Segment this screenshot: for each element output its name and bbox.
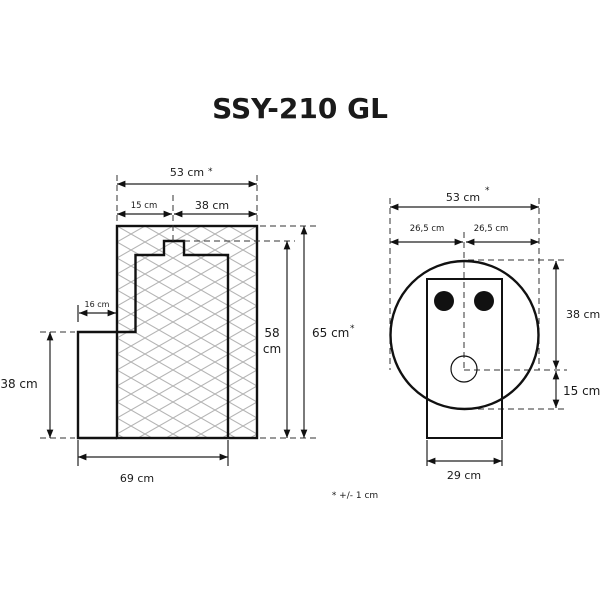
label-lower-height: 15 cm: [563, 384, 600, 398]
label-step-width: 16 cm: [85, 300, 110, 309]
label-total-height: 65 cm: [312, 326, 349, 340]
svg-text:*: *: [208, 167, 213, 177]
label-left-part: 15 cm: [131, 201, 157, 211]
label-half-left: 26,5 cm: [410, 224, 445, 234]
label-front-width: 53 cm: [446, 191, 480, 204]
label-half-right: 26,5 cm: [474, 224, 509, 234]
svg-text:*: *: [350, 324, 355, 334]
flue-opening: [450, 355, 478, 383]
stove-inner-outline: [117, 239, 230, 438]
side-view: 53 cm * 15 cm 38 cm 16 cm 38 cm 69 cm 58…: [0, 166, 355, 485]
svg-text:*: *: [485, 186, 490, 196]
stove-front-step: [76, 330, 117, 440]
label-depth: 69 cm: [120, 472, 154, 485]
sauna-round-body: [389, 259, 540, 411]
front-view: 53 cm * 26,5 cm 26,5 cm 38 cm 15 cm 29 c…: [389, 186, 600, 482]
label-inner-height: 58: [264, 326, 279, 340]
label-total-width: 53 cm: [170, 166, 204, 179]
svg-text:cm: cm: [263, 342, 281, 356]
label-step-height: 38 cm: [0, 377, 37, 391]
label-right-part: 38 cm: [195, 199, 229, 212]
stove-front: [426, 278, 503, 439]
stove-knob-right: [474, 291, 494, 311]
diagram-title: SSY-210 GL: [212, 92, 388, 125]
stove-knob-left: [434, 291, 454, 311]
insulation-hatch: [117, 226, 257, 438]
label-upper-height: 38 cm: [566, 308, 600, 321]
label-base-width: 29 cm: [447, 469, 481, 482]
tolerance-footnote: * +/- 1 cm: [332, 491, 378, 501]
